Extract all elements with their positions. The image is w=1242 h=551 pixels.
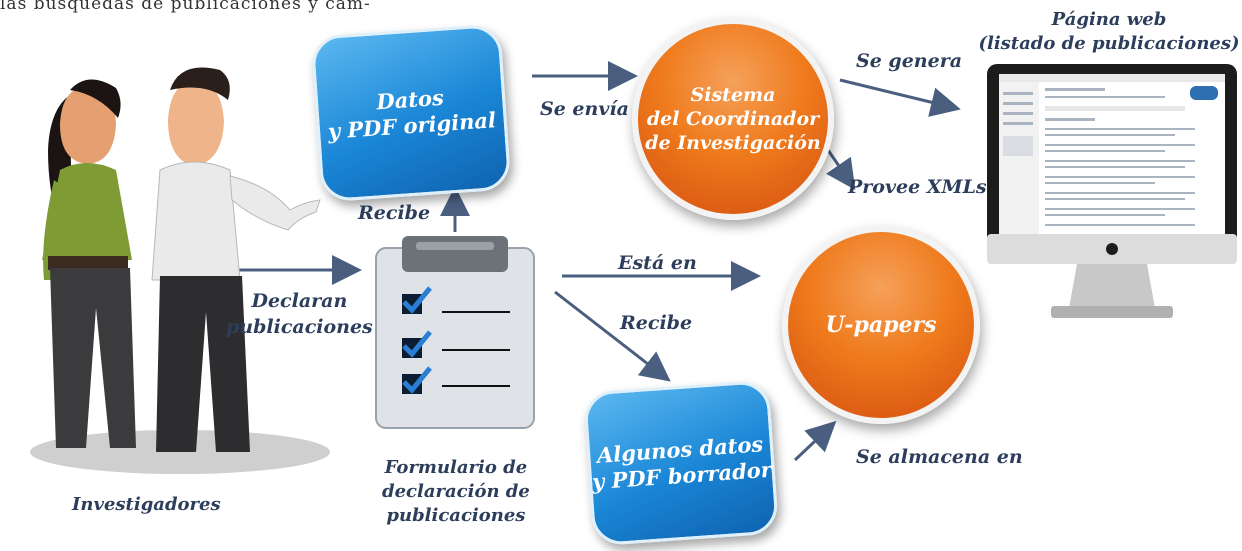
arrow-recibe-bottom <box>554 290 671 382</box>
label-se-almacena: Se almacena en <box>856 446 1023 468</box>
checkbox-rows <box>402 286 510 394</box>
upapers-label: U-papers <box>825 312 937 338</box>
label-recibe-top: Recibe <box>358 202 431 224</box>
pagina-web-label: Página web (listado de publicaciones) <box>978 9 1240 54</box>
label-declaran: Declaran publicaciones <box>226 290 373 338</box>
monitor-illustration <box>987 64 1237 318</box>
sistema-coordinador-circle: Sistema del Coordinador de Investigación <box>632 18 834 220</box>
algunos-datos-label: Algunos datos y PDF borrador <box>591 431 773 495</box>
formulario-label: Formulario de declaración de publicacion… <box>382 457 530 526</box>
clipboard-illustration <box>375 236 535 429</box>
upapers-circle: U-papers <box>782 226 980 424</box>
arrow-se-almacena <box>793 420 837 462</box>
label-recibe-bottom: Recibe <box>620 312 693 334</box>
label-se-genera: Se genera <box>856 50 963 72</box>
label-esta-en: Está en <box>618 252 697 274</box>
label-provee-xmls: Provee XMLs <box>848 176 987 198</box>
investigators-illustration <box>30 67 330 474</box>
datos-pdf-original-label: Datos y PDF original <box>327 84 497 144</box>
arrow-se-genera <box>839 78 961 117</box>
datos-pdf-original-box: Datos y PDF original <box>310 23 512 203</box>
top-text: las búsquedas de publicaciones y cam- <box>0 0 371 14</box>
label-se-envia: Se envía a <box>540 98 648 120</box>
arrow-provee <box>826 149 856 190</box>
algunos-datos-box: Algunos datos y PDF borrador <box>582 379 780 547</box>
sistema-coordinador-label: Sistema del Coordinador de Investigación <box>645 84 821 154</box>
investigators-label: Investigadores <box>72 494 221 515</box>
